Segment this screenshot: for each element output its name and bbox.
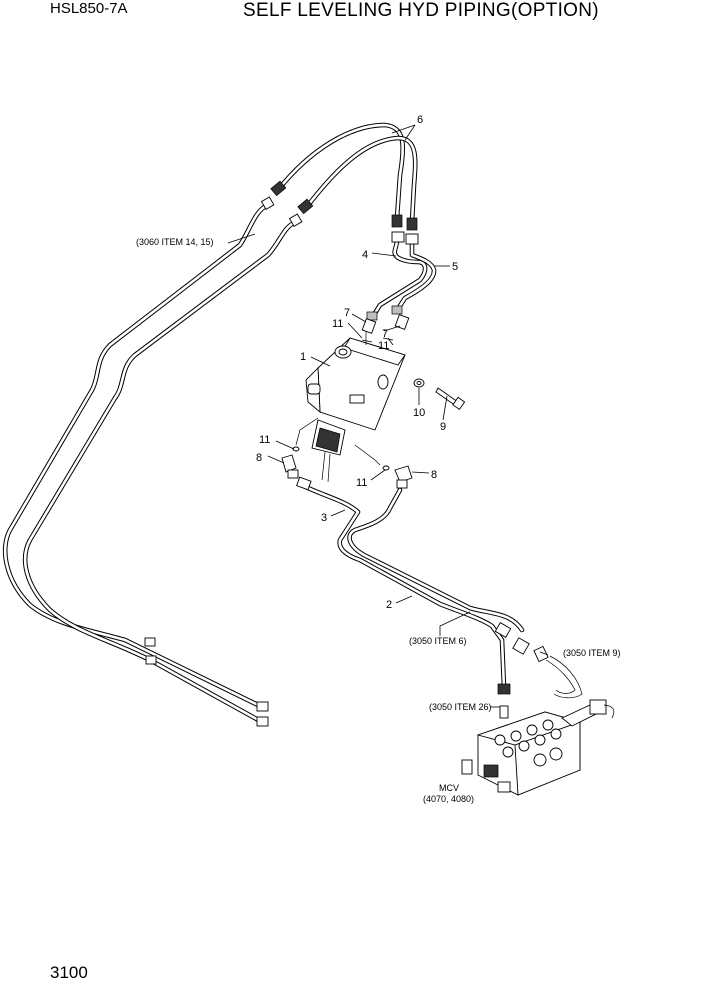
page-number: 3100 [50,963,88,982]
mcv-label: MCV [439,783,459,793]
callout-5: 5 [452,261,458,273]
callout-2: 2 [386,599,392,611]
long-pipe-pair [2,196,303,727]
callout-1: 1 [300,351,306,363]
ref-3050-item-9: (3050 ITEM 9) [563,648,621,658]
callout-10: 10 [413,407,425,419]
reference-notes: (3060 ITEM 14, 15) (3050 ITEM 6) (3050 I… [136,237,621,804]
callout-7-left: 7 [344,307,350,319]
tubes-4-5 [366,231,437,321]
callout-3: 3 [321,512,327,524]
ref-3050-item-26: (3050 ITEM 26) [429,702,492,712]
callout-6: 6 [417,114,423,126]
mcv-valve [461,699,615,796]
leader-lines [227,124,549,708]
model-code: HSL850-7A [50,0,128,17]
ref-3050-item-6: (3050 ITEM 6) [409,636,467,646]
callout-numbers: 6 4 5 7 11 7 11 1 10 9 11 8 11 8 3 2 [256,114,458,611]
adapters-top [361,314,410,343]
callout-7-right: 7 [382,328,388,340]
callout-11-top-left: 11 [332,318,343,330]
callout-8-right: 8 [431,469,437,481]
bolt-and-washer [413,378,466,411]
diagram-title: SELF LEVELING HYD PIPING(OPTION) [243,0,599,21]
valve-block-item-1 [295,332,406,483]
callout-8-left: 8 [256,452,262,464]
callout-11-top-right: 11 [378,340,389,352]
tubes-2-3 [296,476,583,699]
callout-11-lower-left: 11 [259,434,270,446]
hose-item-6 [270,122,418,231]
callout-9: 9 [440,421,446,433]
fittings-lower [281,446,413,489]
ref-3060-item-14-15: (3060 ITEM 14, 15) [136,237,214,247]
mcv-reference: (4070, 4080) [423,794,474,804]
callout-4: 4 [362,249,368,261]
callout-11-lower-right: 11 [356,477,367,489]
